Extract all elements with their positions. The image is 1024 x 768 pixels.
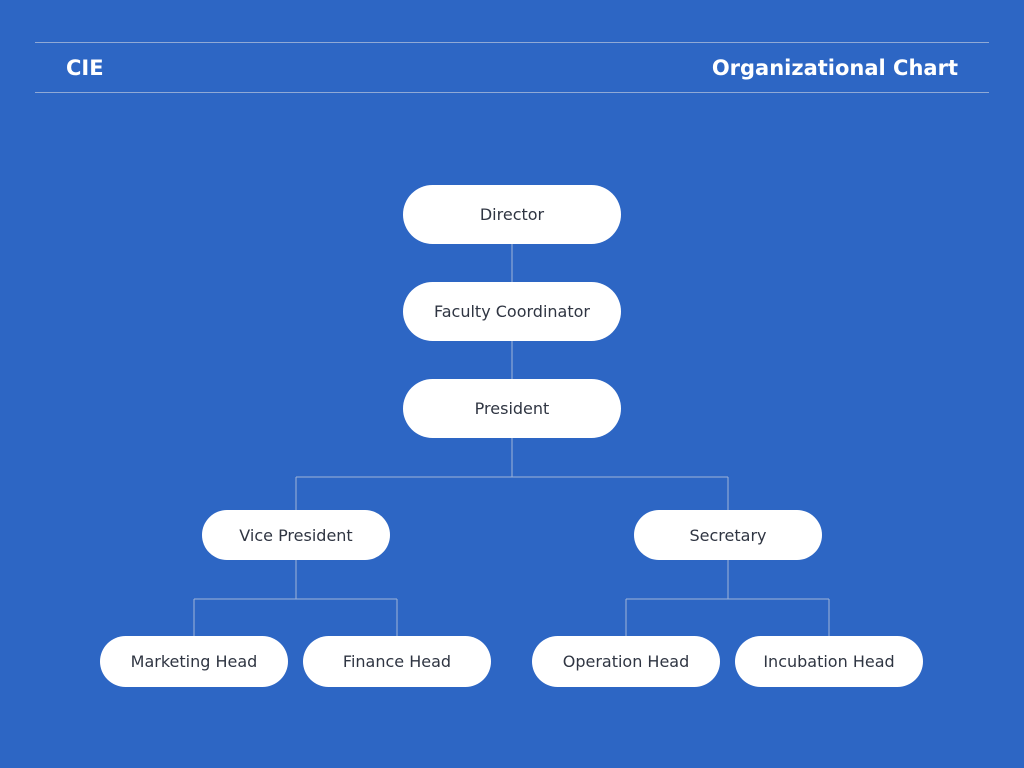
node-president: President bbox=[403, 379, 621, 438]
node-director: Director bbox=[403, 185, 621, 244]
node-secretary: Secretary bbox=[634, 510, 822, 560]
page-title: Organizational Chart bbox=[711, 56, 958, 80]
header-top-rule bbox=[35, 42, 989, 43]
header-bottom-rule bbox=[35, 92, 989, 93]
node-marketing-head-label: Marketing Head bbox=[130, 652, 258, 671]
node-finance-head: Finance Head bbox=[303, 636, 491, 687]
node-marketing-head: Marketing Head bbox=[100, 636, 288, 687]
node-operation-head: Operation Head bbox=[532, 636, 720, 687]
node-president-label: President bbox=[474, 399, 550, 418]
node-faculty-coordinator: Faculty Coordinator bbox=[403, 282, 621, 341]
node-vice-president: Vice President bbox=[202, 510, 390, 560]
node-finance-head-label: Finance Head bbox=[342, 652, 452, 671]
node-incubation-head: Incubation Head bbox=[735, 636, 923, 687]
node-operation-head-label: Operation Head bbox=[562, 652, 690, 671]
node-secretary-label: Secretary bbox=[689, 525, 767, 545]
brand-label: CIE bbox=[66, 56, 104, 80]
node-faculty-coordinator-label: Faculty Coordinator bbox=[434, 302, 590, 321]
node-incubation-head-label: Incubation Head bbox=[763, 652, 895, 671]
node-director-label: Director bbox=[479, 205, 545, 224]
node-vice-president-label: Vice President bbox=[239, 525, 353, 545]
